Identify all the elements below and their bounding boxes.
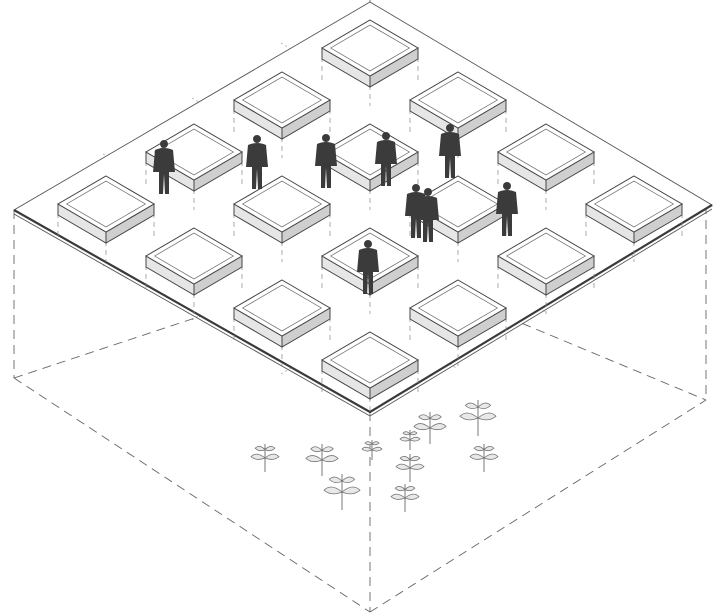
plant-sketch-icon — [460, 400, 496, 436]
plant-sketch-icon — [324, 474, 360, 510]
underground-plants — [251, 400, 498, 512]
plant-sketch-icon — [396, 454, 424, 482]
plant-sketch-icon — [251, 444, 279, 472]
plant-sketch-icon — [470, 444, 498, 472]
plant-sketch-icon — [391, 484, 419, 512]
plant-sketch-icon — [400, 430, 420, 450]
plant-sketch-icon — [362, 440, 382, 460]
plant-sketch-icon — [306, 444, 338, 476]
